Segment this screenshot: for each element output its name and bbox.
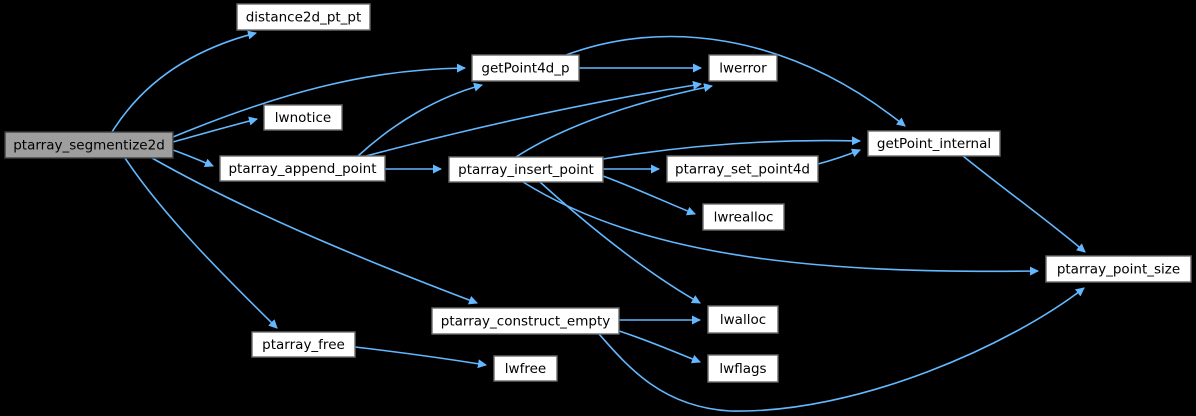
edge-ptarray-segmentize2d-to-getpoint4d-p: [172, 63, 466, 138]
edge-ptarray-segmentize2d-to-ptarray-append-point: [172, 149, 214, 167]
node-box-lwfree[interactable]: [493, 355, 558, 382]
node-box-ptarray-segmentize2d: [4, 131, 174, 159]
node-box-ptarray-point-size[interactable]: [1045, 255, 1192, 283]
node-ptarray-point-size[interactable]: ptarray_point_size: [1045, 255, 1192, 283]
node-lwalloc[interactable]: lwalloc: [707, 305, 779, 334]
node-box-lwalloc[interactable]: [707, 305, 779, 334]
node-ptarray-segmentize2d: ptarray_segmentize2d: [4, 131, 174, 159]
node-ptarray-construct-empty[interactable]: ptarray_construct_empty: [431, 307, 620, 335]
edge-ptarray-insert-point-to-ptarray-point-size: [522, 181, 1039, 276]
node-lwrealloc[interactable]: lwrealloc: [702, 203, 785, 231]
node-box-ptarray-free[interactable]: [251, 331, 356, 358]
edge-ptarray-insert-point-to-lwalloc: [539, 181, 701, 304]
node-box-ptarray-append-point[interactable]: [219, 155, 386, 182]
edge-ptarray-segmentize2d-to-lwnotice: [172, 116, 258, 143]
node-box-ptarray-insert-point[interactable]: [448, 156, 604, 183]
node-ptarray-append-point[interactable]: ptarray_append_point: [219, 155, 386, 182]
node-box-ptarray-construct-empty[interactable]: [431, 307, 620, 335]
node-box-lwrealloc[interactable]: [702, 203, 785, 231]
edge-getpoint-internal-to-ptarray-point-size: [962, 155, 1086, 253]
node-lwfree[interactable]: lwfree: [493, 355, 558, 382]
node-ptarray-insert-point[interactable]: ptarray_insert_point: [448, 156, 604, 183]
edge-ptarray-construct-empty-to-ptarray-point-size: [598, 287, 1085, 412]
edge-ptarray-insert-point-to-lwrealloc: [602, 175, 696, 216]
edge-ptarray-insert-point-to-lwerror: [515, 83, 713, 158]
edge-ptarray-segmentize2d-to-ptarray-free: [124, 157, 278, 329]
node-getpoint4d-p[interactable]: getPoint4d_p: [471, 54, 580, 82]
node-box-getpoint4d-p[interactable]: [471, 54, 580, 82]
node-box-lwflags[interactable]: [707, 354, 779, 383]
edge-ptarray-free-to-lwfree: [354, 346, 487, 369]
node-ptarray-free[interactable]: ptarray_free: [251, 331, 356, 358]
node-box-getpoint-internal[interactable]: [867, 130, 1001, 157]
node-box-lwnotice[interactable]: [263, 104, 343, 131]
edge-getpoint4d-p-to-getpoint-internal: [565, 35, 906, 127]
edge-ptarray-append-point-to-lwerror: [365, 80, 702, 157]
node-box-lwerror[interactable]: [708, 54, 778, 82]
node-box-distance2d-pt-pt[interactable]: [236, 3, 371, 31]
edge-ptarray-insert-point-to-getpoint-internal: [602, 136, 861, 160]
node-lwerror[interactable]: lwerror: [708, 54, 778, 82]
edge-ptarray-segmentize2d-to-distance2d-pt-pt: [111, 30, 257, 133]
edge-ptarray-segmentize2d-to-ptarray-construct-empty: [151, 157, 478, 305]
node-ptarray-set-point4d[interactable]: ptarray_set_point4d: [666, 155, 819, 183]
edge-ptarray-set-point4d-to-getpoint-internal: [817, 148, 861, 165]
node-getpoint-internal[interactable]: getPoint_internal: [867, 130, 1001, 157]
node-lwflags[interactable]: lwflags: [707, 354, 779, 383]
node-box-ptarray-set-point4d[interactable]: [666, 155, 819, 183]
node-distance2d-pt-pt[interactable]: distance2d_pt_pt: [236, 3, 371, 31]
edge-ptarray-construct-empty-to-lwflags: [618, 330, 701, 364]
edge-ptarray-append-point-to-getpoint4d-p: [357, 82, 483, 157]
node-lwnotice[interactable]: lwnotice: [263, 104, 343, 131]
